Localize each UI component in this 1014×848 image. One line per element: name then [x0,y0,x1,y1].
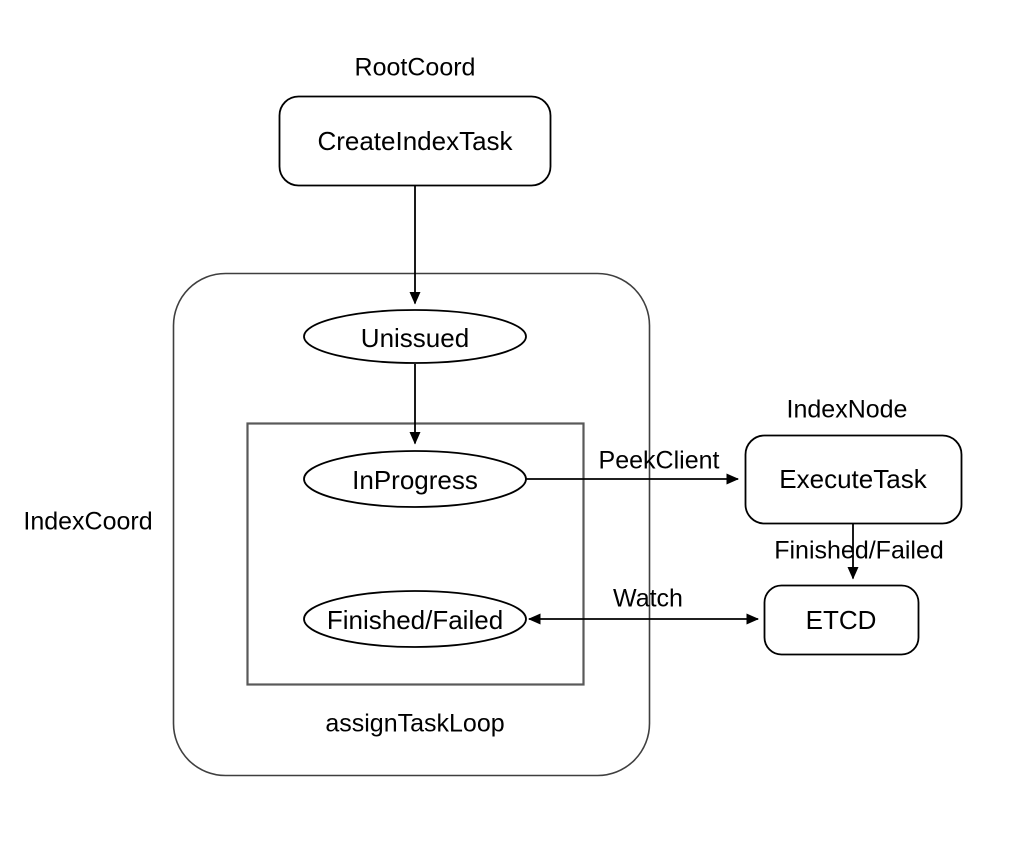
node-finished-failed[interactable] [303,590,527,648]
node-execute-task[interactable] [744,434,963,525]
node-etcd[interactable] [763,584,920,656]
node-create-index-task[interactable] [278,95,552,187]
node-in-progress[interactable] [303,450,527,508]
node-unissued[interactable] [303,309,527,364]
